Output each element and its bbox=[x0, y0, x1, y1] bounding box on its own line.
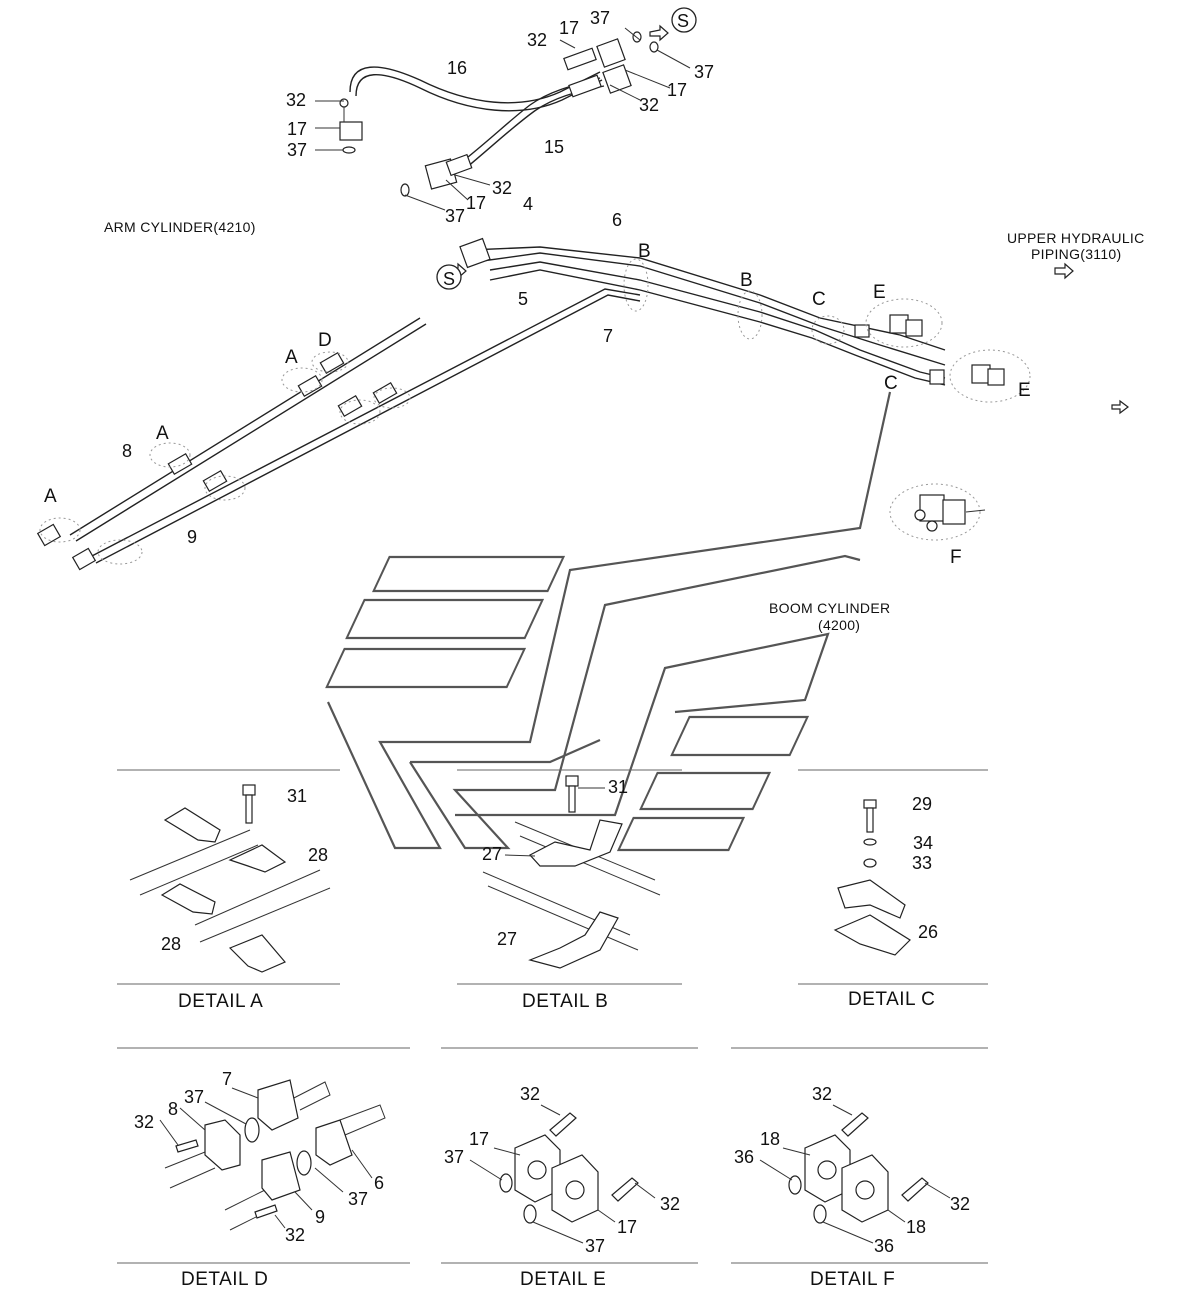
marker-f: F bbox=[950, 547, 962, 568]
detail-f-callout-32-b: 32 bbox=[950, 1194, 970, 1214]
detail-f-callout-18-a: 18 bbox=[760, 1129, 780, 1149]
callout-37-left: 37 bbox=[287, 140, 307, 160]
detail-d-callout-9: 9 bbox=[315, 1207, 325, 1227]
detail-d-callout-37-a: 37 bbox=[184, 1087, 204, 1107]
detail-a-drawing bbox=[129, 784, 331, 973]
boom-panel-3 bbox=[325, 647, 527, 689]
detail-e-callout-32-b: 32 bbox=[660, 1194, 680, 1214]
callout-16: 16 bbox=[447, 58, 467, 78]
fitting-block-e-upper bbox=[889, 314, 923, 337]
s-circle-lower bbox=[436, 264, 462, 290]
note-upper-hydraulic-2: PIPING(3110) bbox=[1031, 246, 1122, 262]
detail-separators bbox=[117, 769, 988, 1264]
detail-d-callout-37-b: 37 bbox=[348, 1189, 368, 1209]
detail-d-callout-8: 8 bbox=[168, 1099, 178, 1119]
detail-e-callout-37-b: 37 bbox=[585, 1236, 605, 1256]
detail-e-callout-37-a: 37 bbox=[444, 1147, 464, 1167]
callout-32-right: 32 bbox=[639, 95, 659, 115]
callout-32-left: 32 bbox=[286, 90, 306, 110]
fitting-block-e-lower bbox=[971, 364, 1005, 386]
detail-c-drawing bbox=[833, 799, 911, 956]
detail-b-callout-27-a: 27 bbox=[482, 844, 502, 864]
dashed-detail-markers bbox=[39, 258, 1031, 565]
callout-17-left: 17 bbox=[287, 119, 307, 139]
marker-e-2: E bbox=[1018, 380, 1031, 401]
detail-c-callout-26: 26 bbox=[918, 922, 938, 942]
detail-a-title: DETAIL A bbox=[178, 991, 263, 1012]
detail-f-title: DETAIL F bbox=[810, 1269, 895, 1290]
detail-b-drawing bbox=[482, 775, 661, 969]
detail-c-callout-33: 33 bbox=[912, 853, 932, 873]
detail-e-callout-17-a: 17 bbox=[469, 1129, 489, 1149]
note-arm-cylinder: ARM CYLINDER(4210) bbox=[104, 219, 256, 235]
detail-f-callout-32-a: 32 bbox=[812, 1084, 832, 1104]
callout-7: 7 bbox=[603, 326, 613, 346]
detail-a-callout-28-b: 28 bbox=[161, 934, 181, 954]
marker-c-2: C bbox=[884, 373, 898, 394]
callout-9: 9 bbox=[187, 527, 197, 547]
detail-f-callout-36-a: 36 bbox=[734, 1147, 754, 1167]
boom-panel-6 bbox=[616, 816, 746, 852]
callout-15: 15 bbox=[544, 137, 564, 157]
detail-e-callout-32-a: 32 bbox=[520, 1084, 540, 1104]
callout-37-mid: 37 bbox=[445, 206, 465, 226]
callout-s-top: S bbox=[677, 11, 689, 31]
callout-17-right: 17 bbox=[667, 80, 687, 100]
boom-panel-4 bbox=[670, 715, 810, 757]
detail-f-drawing bbox=[759, 1104, 951, 1244]
callout-32-mid: 32 bbox=[492, 178, 512, 198]
boom-panel-2 bbox=[345, 598, 545, 640]
detail-d-callout-32-a: 32 bbox=[134, 1112, 154, 1132]
callout-5: 5 bbox=[518, 289, 528, 309]
marker-a-1: A bbox=[44, 486, 57, 507]
note-upper-hydraulic-1: UPPER HYDRAULIC bbox=[1007, 230, 1145, 246]
callout-4: 4 bbox=[523, 194, 533, 214]
detail-c-callout-29: 29 bbox=[912, 794, 932, 814]
callout-17-mid: 17 bbox=[466, 193, 486, 213]
note-boom-cylinder-2: (4200) bbox=[818, 617, 860, 633]
callout-6: 6 bbox=[612, 210, 622, 230]
hose-assembly-top bbox=[315, 7, 697, 211]
detail-d-title: DETAIL D bbox=[181, 1269, 268, 1290]
note-boom-cylinder-1: BOOM CYLINDER bbox=[769, 600, 890, 616]
marker-b-2: B bbox=[740, 270, 753, 291]
arrow-right bbox=[1111, 399, 1129, 415]
boom-panel-1 bbox=[371, 555, 566, 593]
callout-17-top: 17 bbox=[559, 18, 579, 38]
marker-a-3: A bbox=[285, 347, 298, 368]
marker-b-1: B bbox=[638, 241, 651, 262]
callout-8: 8 bbox=[122, 441, 132, 461]
boom-panel-5 bbox=[639, 771, 772, 811]
fitting-block-f bbox=[914, 494, 986, 532]
callout-37-top: 37 bbox=[590, 8, 610, 28]
detail-e-title: DETAIL E bbox=[520, 1269, 606, 1290]
pipe-run bbox=[36, 237, 946, 571]
detail-f-callout-36-b: 36 bbox=[874, 1236, 894, 1256]
detail-b-callout-31: 31 bbox=[608, 777, 628, 797]
detail-f-callout-18-b: 18 bbox=[906, 1217, 926, 1237]
detail-d-callout-32-b: 32 bbox=[285, 1225, 305, 1245]
detail-b-title: DETAIL B bbox=[522, 991, 608, 1012]
marker-c-1: C bbox=[812, 289, 826, 310]
detail-e-drawing bbox=[469, 1104, 656, 1244]
callout-s-lower: S bbox=[443, 269, 455, 289]
callout-37-right: 37 bbox=[694, 62, 714, 82]
detail-d-drawing bbox=[159, 1079, 386, 1231]
marker-e-1: E bbox=[873, 282, 886, 303]
marker-a-2: A bbox=[156, 423, 169, 444]
arrow-to-upper-piping bbox=[1054, 262, 1074, 280]
detail-d-callout-7: 7 bbox=[222, 1069, 232, 1089]
detail-a-callout-31: 31 bbox=[287, 786, 307, 806]
boom-outline bbox=[325, 391, 892, 852]
detail-c-title: DETAIL C bbox=[848, 989, 935, 1010]
detail-e-callout-17-b: 17 bbox=[617, 1217, 637, 1237]
detail-b-callout-27-b: 27 bbox=[497, 929, 517, 949]
callout-32-top: 32 bbox=[527, 30, 547, 50]
detail-d-callout-6: 6 bbox=[374, 1173, 384, 1193]
marker-d: D bbox=[318, 330, 332, 351]
detail-c-callout-34: 34 bbox=[913, 833, 933, 853]
detail-a-callout-28-a: 28 bbox=[308, 845, 328, 865]
